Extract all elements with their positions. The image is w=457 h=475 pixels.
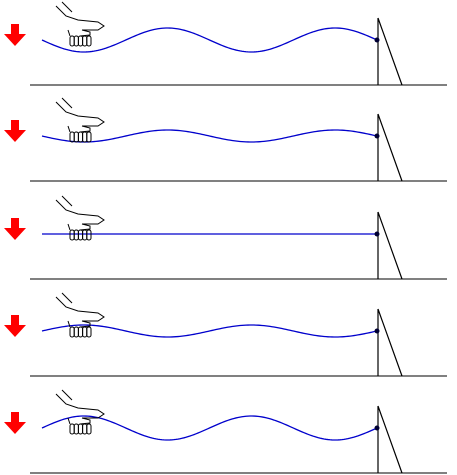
string-end-knot [374, 328, 380, 334]
panel-3 [4, 195, 447, 280]
hand-icon [55, 195, 105, 241]
triangular-wall-support-icon [377, 308, 403, 377]
triangular-wall-support-icon [377, 17, 403, 86]
panel-5 [4, 389, 447, 474]
triangular-wall-support-icon [377, 405, 403, 474]
triangular-wall-support-icon [377, 211, 403, 280]
hand-icon [55, 1, 105, 47]
triangular-wall-support-icon [377, 113, 403, 182]
vibrating-string [41, 129, 378, 143]
down-arrow-icon [4, 120, 26, 142]
string-end-knot [374, 133, 380, 139]
panel-1 [4, 1, 447, 86]
vibrating-string [41, 27, 378, 53]
panel-2 [4, 97, 447, 182]
down-arrow-icon [4, 24, 26, 46]
hand-icon [55, 97, 105, 143]
vibrating-string [41, 324, 378, 338]
down-arrow-icon [4, 412, 26, 434]
down-arrow-icon [4, 315, 26, 337]
down-arrow-icon [4, 218, 26, 240]
string-end-knot [374, 425, 380, 431]
hand-icon [55, 389, 105, 435]
vibrating-string [41, 415, 378, 441]
panel-4 [4, 292, 447, 377]
string-end-knot [374, 231, 380, 237]
string-end-knot [374, 37, 380, 43]
hand-icon [55, 292, 105, 338]
